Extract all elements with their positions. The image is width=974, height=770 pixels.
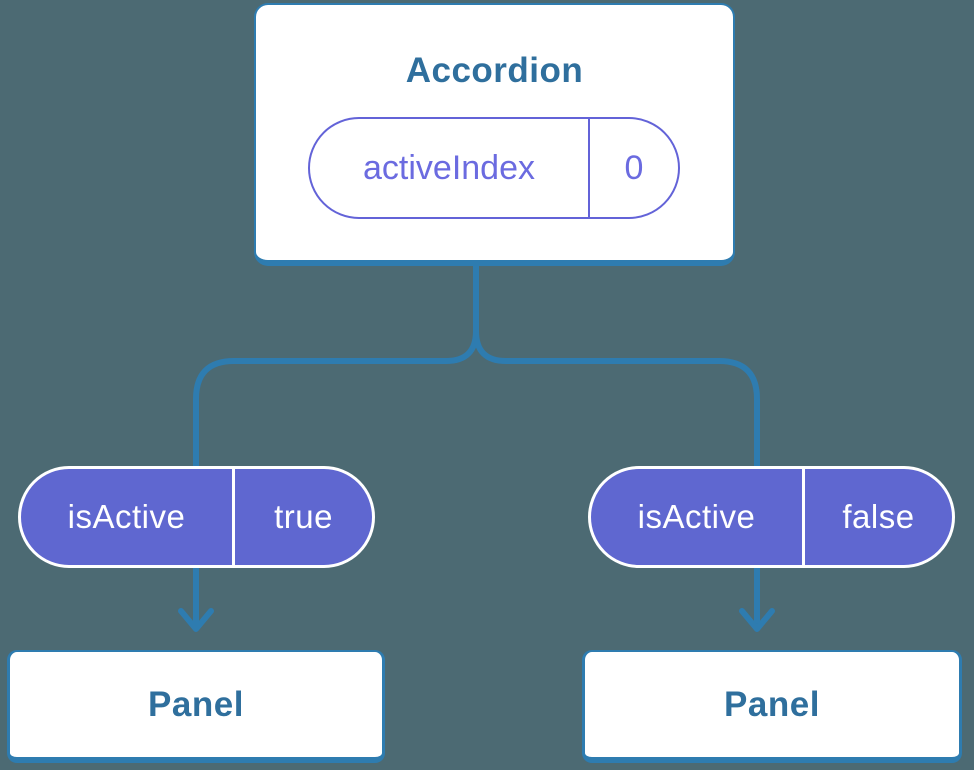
prop-name: isActive bbox=[67, 498, 186, 535]
state-pill: activeIndex 0 bbox=[308, 117, 680, 219]
prop-pill-divider bbox=[232, 469, 235, 565]
prop-value: true bbox=[274, 498, 333, 535]
arrow-down-icon bbox=[178, 608, 214, 632]
panel-node-left: Panel bbox=[7, 650, 385, 763]
connector-left-branch bbox=[193, 258, 479, 625]
state-name: activeIndex bbox=[363, 148, 535, 187]
arrow-down-icon bbox=[739, 608, 775, 632]
prop-pill-left: isActive true bbox=[18, 466, 375, 568]
state-value: 0 bbox=[624, 148, 644, 187]
connector-right-branch bbox=[473, 258, 760, 625]
accordion-node: Accordion activeIndex 0 bbox=[254, 3, 735, 266]
prop-value: false bbox=[842, 498, 915, 535]
accordion-node-title: Accordion bbox=[405, 51, 584, 90]
prop-pill-divider bbox=[802, 469, 805, 565]
prop-name: isActive bbox=[637, 498, 756, 535]
state-pill-divider bbox=[588, 119, 590, 217]
prop-pill-right: isActive false bbox=[588, 466, 955, 568]
panel-node-right: Panel bbox=[582, 650, 962, 763]
